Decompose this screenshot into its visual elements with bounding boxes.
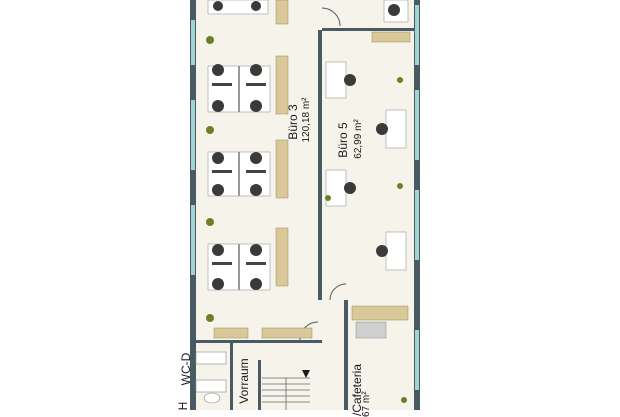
storage-cabinets — [213, 0, 411, 339]
desk-cluster-3 — [207, 151, 271, 197]
partition-lower — [196, 340, 322, 343]
desk-cluster-4 — [207, 243, 271, 291]
partition-stairs — [258, 360, 261, 410]
room-name-buero3: Büro 3 — [286, 104, 300, 140]
windows — [191, 5, 419, 390]
room-name-vorraum: Vorraum — [237, 358, 251, 404]
partition-top — [322, 28, 414, 31]
door-top — [321, 7, 341, 27]
kitchen-unit — [351, 305, 409, 339]
wc-fixtures — [195, 351, 227, 404]
partition-cafeteria — [344, 300, 348, 410]
room-name-wc-h: H — [176, 401, 190, 411]
room-area-cafeteria: 67 m² — [361, 391, 372, 417]
partition-vorraum — [230, 343, 233, 410]
stairs — [262, 377, 310, 410]
desk-cluster-2 — [207, 64, 271, 113]
arrow-up-icon — [302, 370, 310, 378]
floor-area — [192, 0, 418, 410]
partition-buero3-buero5 — [318, 30, 322, 300]
room-area-buero5: 62,99 m² — [353, 119, 364, 159]
room-name-wc-d: WC-D — [179, 352, 193, 386]
buero5-desks — [325, 0, 409, 271]
room-name-buero5: Büro 5 — [336, 122, 350, 158]
room-area-buero3: 120,18 m² — [301, 97, 312, 143]
door-cafeteria — [329, 283, 347, 301]
plant-icon — [206, 36, 407, 403]
desk-cluster-1 — [207, 0, 269, 15]
